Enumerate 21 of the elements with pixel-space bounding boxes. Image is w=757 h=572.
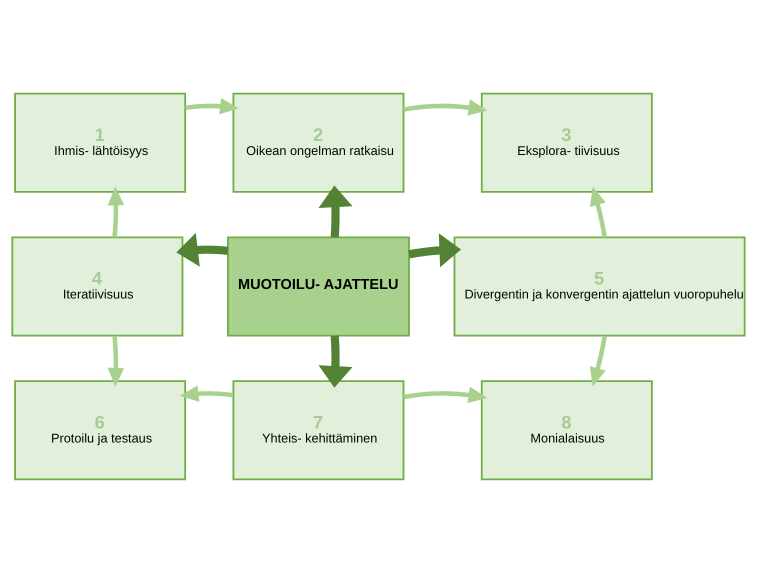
node-box: 7 Yhteis- kehittäminen [232,380,404,480]
node-box: 4 Iteratiivisuus [11,236,184,336]
node-box: 3 Eksplora- tiivisuus [480,92,653,192]
arrow [185,98,239,114]
arrow [590,186,607,238]
node-box: 5 Divergentin ja konvergentin ajattelun vuoropuhelu [454,236,746,336]
arrow [318,185,353,238]
arrow [176,232,228,266]
arrow [403,386,488,403]
node-box: 8 Monialaisuus [480,380,653,480]
arrow [108,186,124,238]
arrow [408,232,462,267]
arrow [180,384,234,402]
arrow [403,98,488,116]
arrow [590,334,607,386]
node-box: MUOTOILU- AJATTELU [227,236,410,336]
node-box: 2 Oikean ongelman ratkaisu [232,92,404,192]
node-box: 1 Ihmis- lähtöisyys [14,92,186,192]
node-box: 6 Protoilu ja testaus [14,380,186,480]
arrow [108,335,124,386]
arrow [318,335,353,388]
